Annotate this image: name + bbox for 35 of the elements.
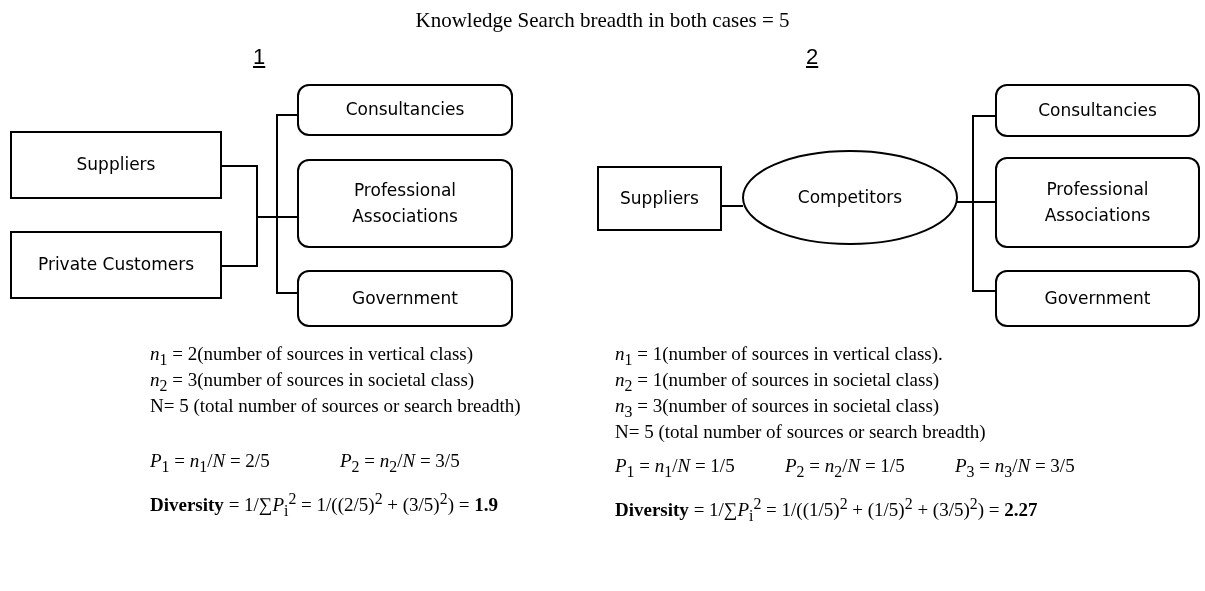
rounded-box: Professional Associations (995, 157, 1200, 248)
connector-line (276, 114, 298, 218)
connector-line (956, 201, 996, 292)
diagram-title: Knowledge Search breadth in both cases = 5 (414, 8, 791, 33)
formula-text: n$_{3}$ = 3(number of sources in societal class) (615, 395, 940, 421)
formula-text: N= 5 (total number of sources or search breadth) (615, 421, 986, 443)
connector-line (221, 165, 258, 218)
rounded-box: Government (297, 270, 513, 327)
formula-text: n$_{1}$ = 2(number of sources in vertical class) (150, 343, 474, 369)
formula-text: P$_{1}$ = n$_{1}$/N = 2/5 (150, 450, 270, 476)
source-box: Suppliers (10, 131, 222, 199)
formula-text: P$_{1}$ = n$_{1}$/N = 1/5 (615, 455, 735, 481)
source-box: Private Customers (10, 231, 222, 299)
rounded-box: Consultancies (995, 84, 1200, 137)
formula-text: n$_{2}$ = 1(number of sources in societal class) (615, 369, 940, 395)
case-number: 2 (806, 44, 819, 70)
formula-text: Diversity = 1/∑P$_{i}$$^{2}$ = 1/((2/5)$^{2}$ + (3/5)$^{2}$) = 1.9 (150, 490, 498, 521)
rounded-box: Government (995, 270, 1200, 327)
formula-text: P$_{3}$ = n$_{3}$/N = 3/5 (955, 455, 1075, 481)
formula-text: N= 5 (total number of sources or search breadth) (150, 395, 521, 417)
connector-line (276, 216, 298, 218)
formula-text: n$_{2}$ = 3(number of sources in societal class) (150, 369, 475, 395)
formula-text: P$_{2}$ = n$_{2}$/N = 1/5 (785, 455, 905, 481)
source-box: Suppliers (597, 166, 722, 231)
rounded-box: Consultancies (297, 84, 513, 136)
connector-line (721, 205, 744, 207)
formula-text: P$_{2}$ = n$_{2}$/N = 3/5 (340, 450, 460, 476)
formula-text: Diversity = 1/∑P$_{i}$$^{2}$ = 1/((1/5)$^{2}$ + (1/5)$^{2}$ + (3/5)$^{2}$) = 2.27 (615, 495, 1038, 526)
ellipse-node: Competitors (742, 150, 958, 245)
connector-line (276, 216, 298, 294)
connector-line (221, 216, 258, 267)
rounded-box: Professional Associations (297, 159, 513, 248)
formula-text: n$_{1}$ = 1(number of sources in vertical class). (615, 343, 943, 369)
case-number: 1 (253, 44, 266, 70)
connector-line (256, 216, 278, 218)
